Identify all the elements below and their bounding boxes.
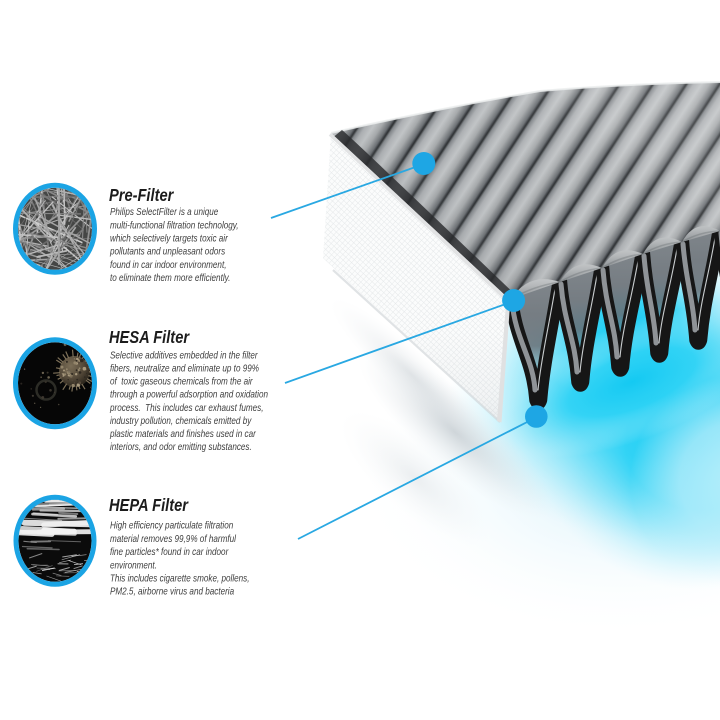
svg-text:through a powerful adsorption: through a powerful adsorption and oxidat… (110, 389, 268, 400)
svg-text:HEPA Filter: HEPA Filter (109, 496, 189, 516)
svg-text:plastic materials and finishes: plastic materials and finishes used in c… (109, 428, 257, 439)
svg-text:found in car indoor environmen: found in car indoor environment, (110, 259, 227, 270)
svg-text:fibers, neutralize and elimina: fibers, neutralize and eliminate up to 9… (110, 363, 259, 374)
svg-text:to eliminate them more efficie: to eliminate them more efficiently. (110, 272, 230, 283)
svg-text:which selectively targets toxi: which selectively targets toxic air (110, 233, 229, 244)
svg-text:of toxic gaseous chemicals fr: of toxic gaseous chemicals from the air (110, 376, 253, 387)
svg-text:Philips SelectFilter is a uniq: Philips SelectFilter is a unique (110, 206, 218, 217)
svg-text:multi-functional filtration te: multi-functional filtration technology, (110, 219, 239, 230)
svg-text:HESA Filter: HESA Filter (109, 328, 191, 348)
svg-text:process. This includes car ex: process. This includes car exhaust fumes… (109, 402, 263, 413)
svg-text:High efficiency particulate fi: High efficiency particulate filtration (110, 520, 233, 531)
svg-text:pollutants and unpleasant odor: pollutants and unpleasant odors (109, 246, 225, 257)
svg-text:Selective additives embedded i: Selective additives embedded in the filt… (110, 350, 258, 361)
svg-text:PM2.5, airborne virus and bact: PM2.5, airborne virus and bacteria (110, 586, 234, 597)
svg-text:This includes cigarette smoke,: This includes cigarette smoke, pollens, (110, 573, 250, 584)
svg-text:interiors, and odor emitting s: interiors, and odor emitting substances. (110, 441, 252, 452)
svg-text:Pre-Filter: Pre-Filter (109, 186, 175, 206)
svg-text:material removes 99,9% of harm: material removes 99,9% of harmful (110, 533, 237, 544)
svg-text:environment.: environment. (110, 559, 157, 570)
svg-text:fine particles* found in car i: fine particles* found in car indoor (110, 546, 229, 557)
svg-text:industry pollution, chemicals: industry pollution, chemicals emitted by (110, 415, 253, 426)
